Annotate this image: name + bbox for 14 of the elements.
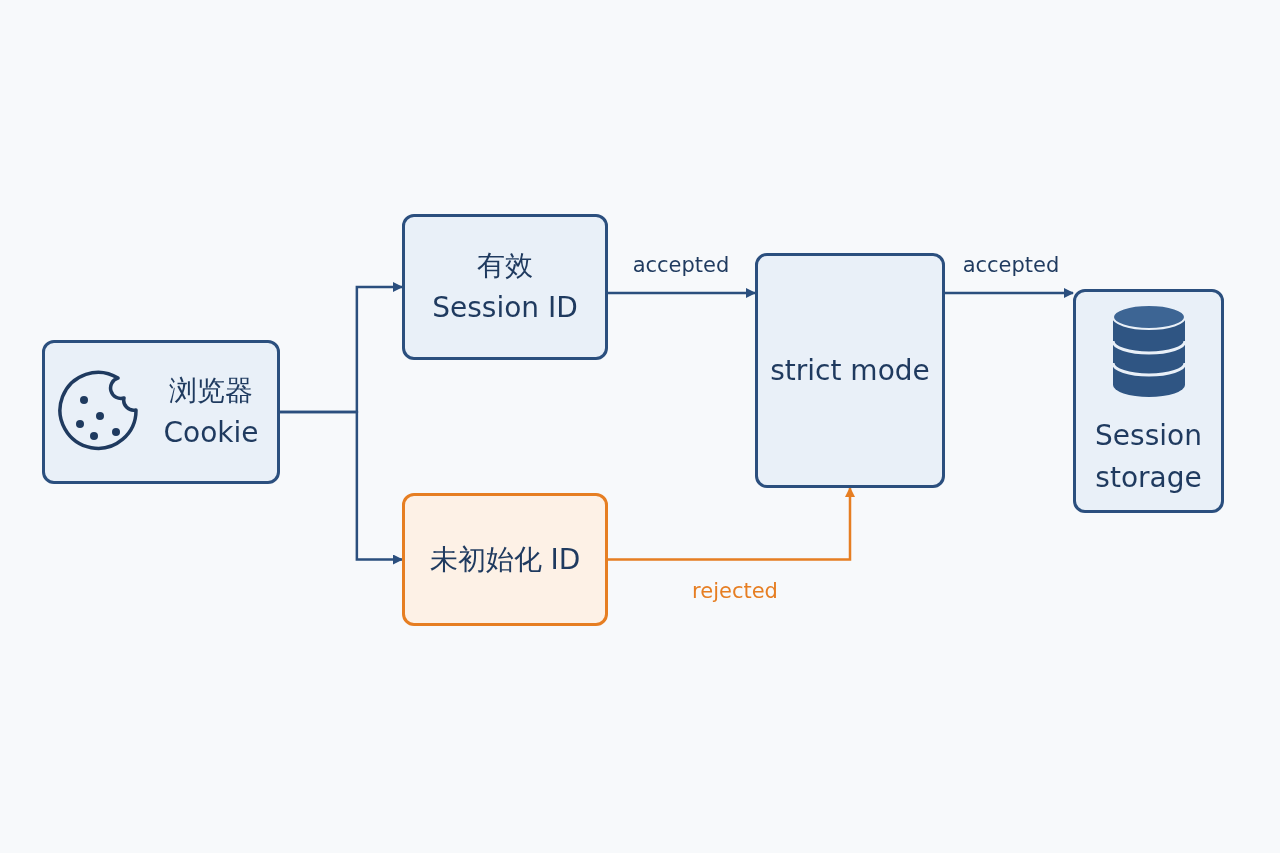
- node-label: strict mode: [770, 352, 930, 389]
- warning-box: [402, 493, 608, 626]
- process-box: [1073, 289, 1224, 513]
- arrow: [945, 288, 1074, 298]
- node-label: Session storage: [1094, 418, 1203, 496]
- arrow: [608, 288, 756, 298]
- node-label: 浏览器 Cookie: [162, 373, 260, 451]
- node-label: 有效 Session ID: [431, 248, 579, 326]
- process-box: [402, 214, 608, 360]
- arrow: [280, 410, 403, 565]
- arrow: [608, 487, 855, 561]
- process-box: [755, 253, 945, 488]
- node-label: 未初始化 ID: [429, 541, 581, 578]
- process-box: [42, 340, 280, 484]
